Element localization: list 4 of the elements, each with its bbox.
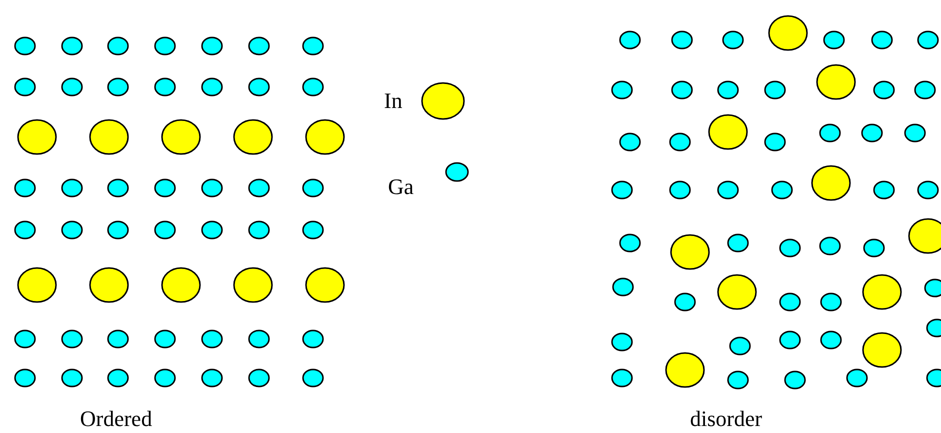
panel-caption: Ordered [80,408,152,430]
panel-caption: disorder [690,408,762,430]
legend-label: Ga [388,176,414,198]
legend-label: In [384,90,402,112]
